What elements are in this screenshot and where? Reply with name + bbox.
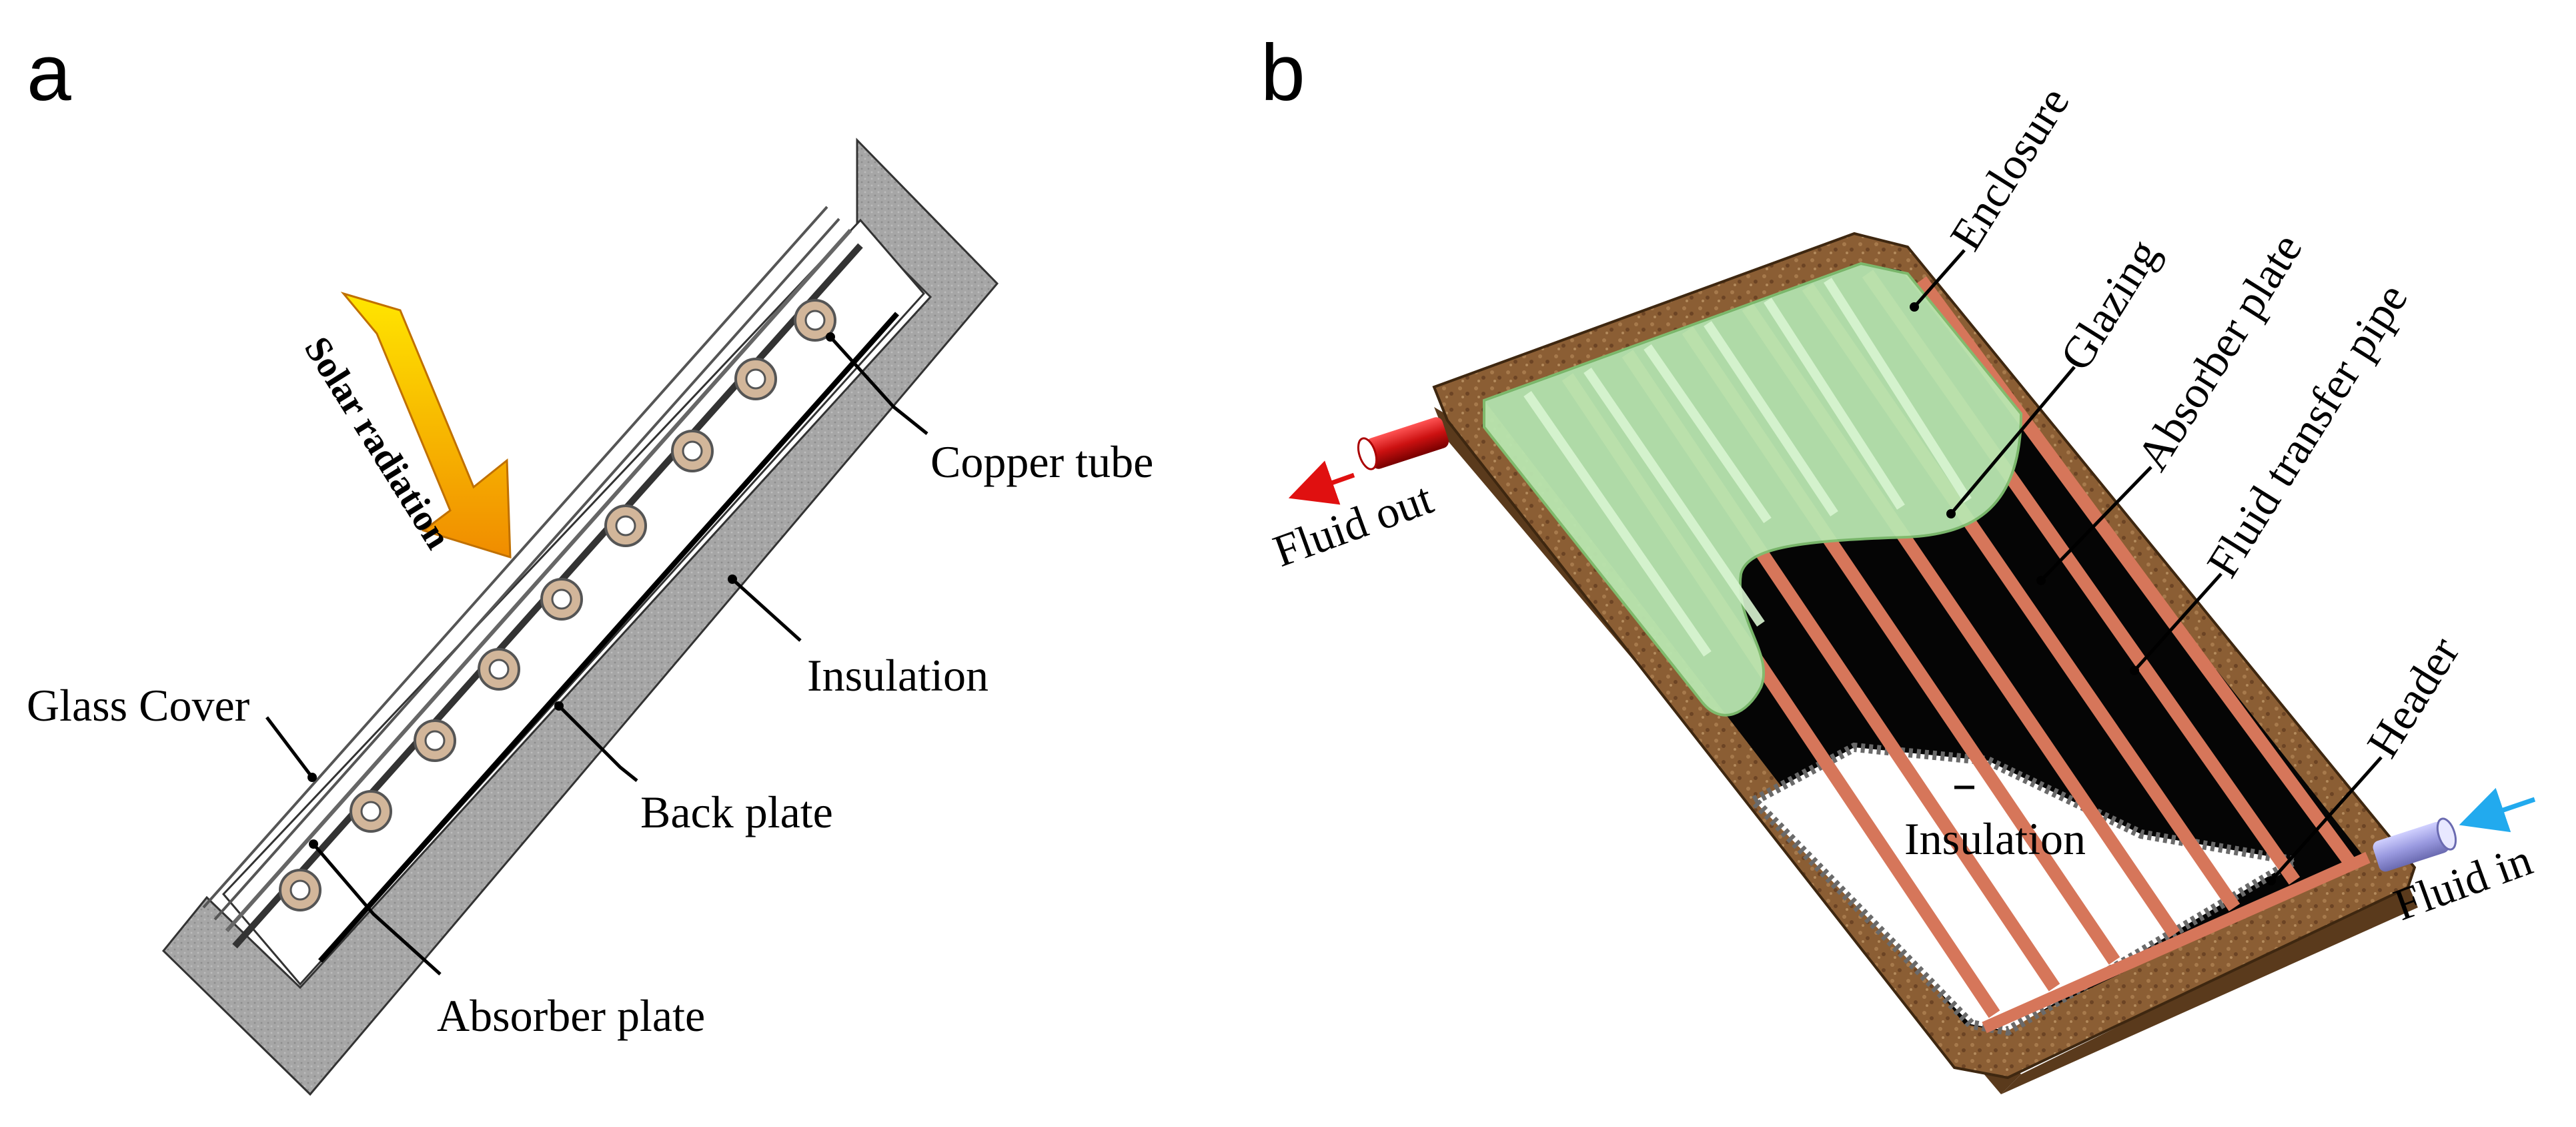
copper-tube-icon [794, 299, 836, 342]
fluid-inlet-pipe [2373, 817, 2457, 872]
copper-tube-icon [540, 578, 583, 621]
copper-tube-icon [279, 869, 321, 911]
insulation-callout-a: Insulation [728, 575, 989, 701]
copper-tube-label: Copper tube [930, 436, 1153, 487]
fluid-in-arrow-icon [2459, 787, 2536, 833]
copper-tube-icon [734, 358, 777, 400]
fluid-outlet-pipe [1357, 417, 1449, 470]
panel-b: b [1261, 28, 2539, 1094]
copper-tubes [279, 299, 836, 911]
back-plate-label: Back plate [640, 787, 833, 837]
collector-casing [161, 137, 999, 1096]
insulation-label-a: Insulation [807, 650, 989, 701]
back-plate [318, 312, 899, 963]
glass-cover-callout: Glass Cover [27, 680, 317, 782]
copper-tube-icon [604, 504, 647, 547]
glazing-label: Glazing [2050, 230, 2169, 379]
insulation-label-b: Insulation [1904, 813, 2086, 864]
absorber-plate-label-a: Absorber plate [437, 990, 705, 1041]
enclosure-callout: Enclosure [1910, 78, 2079, 312]
copper-tube-icon [478, 648, 520, 691]
copper-tube-icon [350, 790, 392, 833]
fluid-out-arrow-icon [1288, 460, 1355, 505]
panel-a-letter: a [27, 28, 71, 117]
insulation-floor [1746, 742, 2308, 1036]
panel-a: a [27, 28, 1153, 1096]
header-pipe [1982, 851, 2371, 1034]
copper-tube-icon [671, 430, 714, 472]
copper-tube-icon [414, 719, 456, 762]
absorber-plate-callout-a: Absorber plate [309, 839, 705, 1041]
solar-radiation-arrow-icon [340, 292, 512, 559]
enclosure-label: Enclosure [1940, 78, 2079, 259]
panel-b-letter: b [1261, 28, 1305, 117]
glazing [1483, 262, 2023, 717]
fluid-out-label: Fluid out [1267, 472, 1439, 577]
header-label: Header [2357, 628, 2469, 766]
glass-cover-label: Glass Cover [27, 680, 250, 731]
back-plate-callout: Back plate [554, 701, 833, 837]
copper-tube-callout: Copper tube [826, 332, 1153, 487]
glass-cover [202, 206, 852, 932]
insulation-callout-b: Insulation [1904, 785, 2086, 864]
